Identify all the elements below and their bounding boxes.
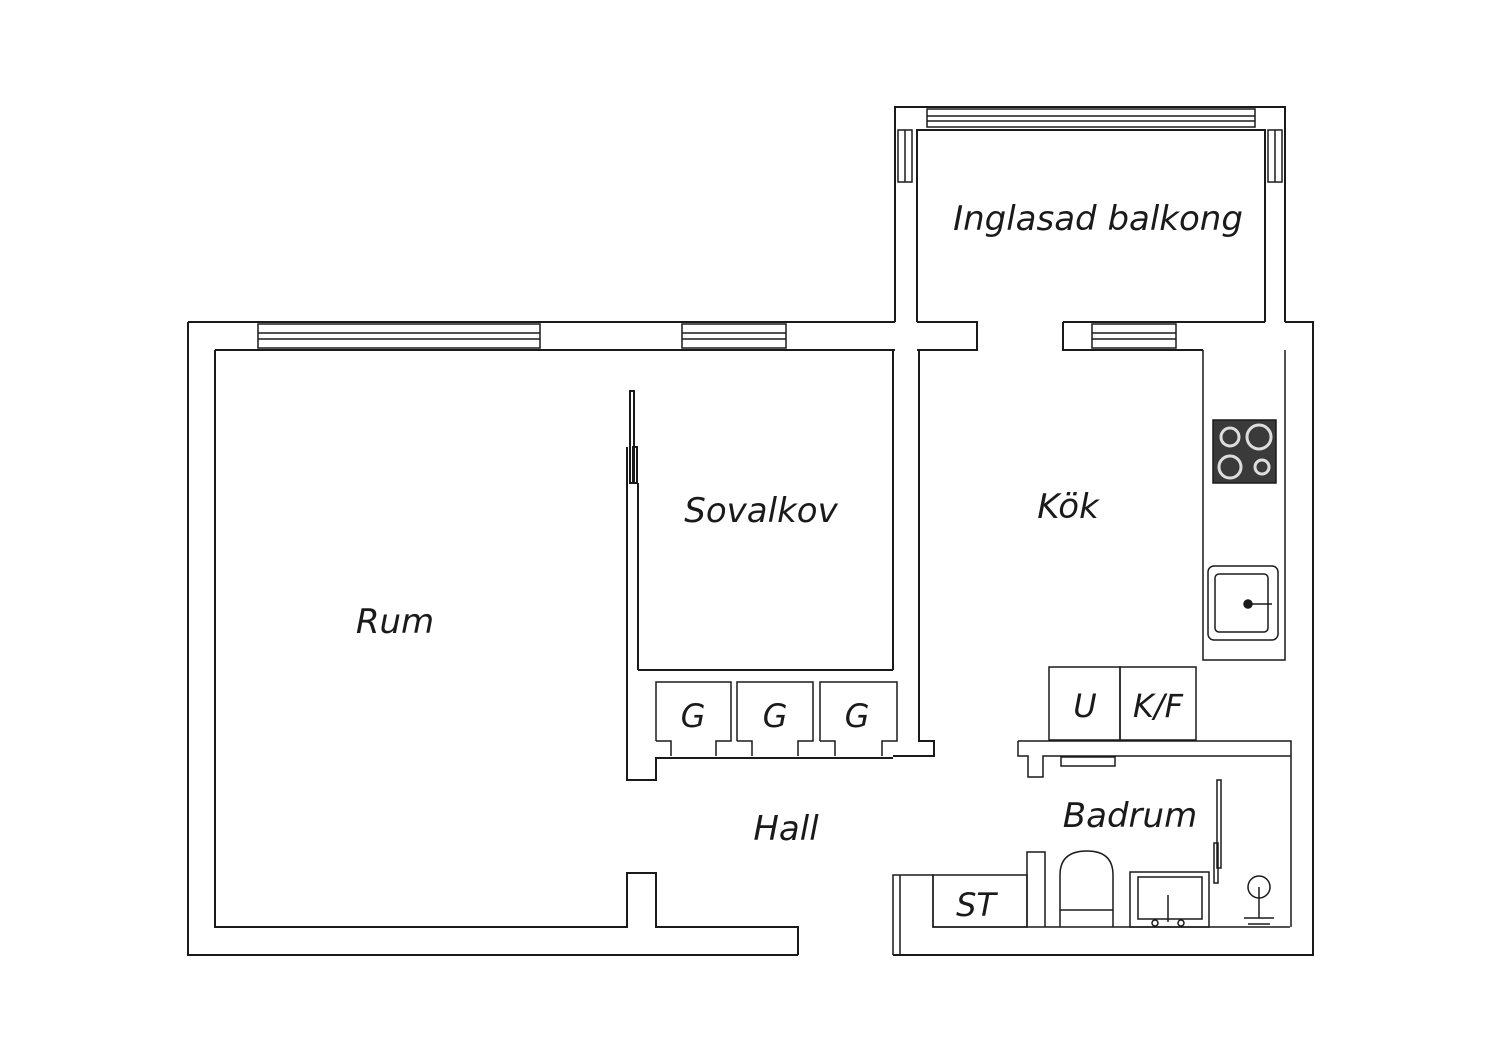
washbasin-icon bbox=[1129, 871, 1210, 928]
wardrobe-label-1: G bbox=[681, 697, 706, 735]
wardrobe-row bbox=[655, 681, 898, 756]
bathroom-fixtures bbox=[892, 779, 1290, 955]
bedroom-partition bbox=[626, 390, 893, 781]
room-label-hall: Hall bbox=[753, 809, 819, 849]
room-label-balcony: Inglasad balkong bbox=[953, 199, 1243, 239]
wardrobe-label-3: G bbox=[845, 697, 870, 735]
room-label-bedroom: Sovalkov bbox=[684, 491, 838, 531]
kitchen-sink-icon bbox=[1207, 565, 1279, 641]
appliance-block bbox=[1017, 666, 1292, 927]
stove-icon bbox=[1212, 419, 1277, 484]
shower-icon bbox=[1244, 875, 1274, 925]
toilet-icon bbox=[1059, 850, 1114, 927]
wardrobe-label-2: G bbox=[763, 697, 788, 735]
freezer-label: U bbox=[1073, 687, 1096, 725]
room-label-kitchen: Kök bbox=[1037, 487, 1100, 527]
room-label-bathroom: Badrum bbox=[1063, 796, 1197, 836]
outer-walls bbox=[187, 106, 1314, 956]
kitchen-counter bbox=[1202, 350, 1286, 661]
storage-label: ST bbox=[956, 886, 998, 924]
windows bbox=[257, 108, 1283, 349]
room-label-living: Rum bbox=[356, 602, 434, 642]
fridge-freezer-label: K/F bbox=[1133, 687, 1184, 725]
